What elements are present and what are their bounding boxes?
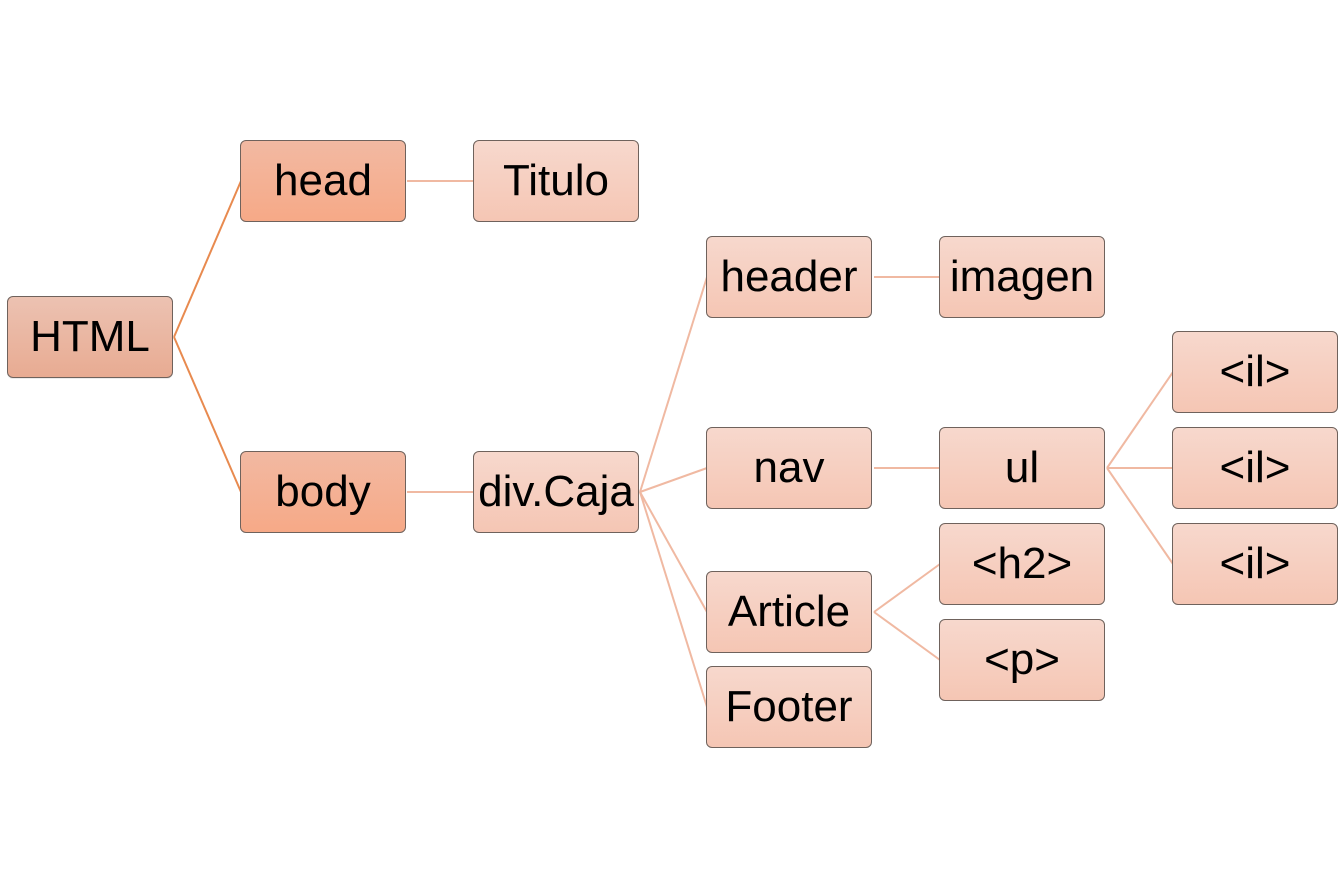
node-il-1: <il>: [1172, 331, 1338, 413]
edge-html-body: [173, 336, 242, 493]
node-p: <p>: [939, 619, 1105, 701]
edge-html-head: [173, 180, 242, 338]
node-il-2: <il>: [1172, 427, 1338, 509]
node-head: head: [240, 140, 406, 222]
edge-div-caja-article: [639, 491, 708, 613]
node-div-caja: div.Caja: [473, 451, 639, 533]
edge-ul-il-3: [1106, 467, 1174, 565]
node-nav: nav: [706, 427, 872, 509]
node-h2: <h2>: [939, 523, 1105, 605]
edge-article-p: [873, 611, 941, 661]
node-article: Article: [706, 571, 872, 653]
edge-article-h2: [873, 563, 941, 613]
node-ul: ul: [939, 427, 1105, 509]
node-header: header: [706, 236, 872, 318]
node-footer: Footer: [706, 666, 872, 748]
edge-div-caja-header: [639, 276, 708, 493]
edge-div-caja-footer: [639, 491, 708, 708]
node-imagen: imagen: [939, 236, 1105, 318]
edge-ul-il-1: [1106, 371, 1174, 469]
edge-div-caja-nav: [639, 467, 708, 493]
node-html: HTML: [7, 296, 173, 378]
node-il-3: <il>: [1172, 523, 1338, 605]
node-titulo: Titulo: [473, 140, 639, 222]
node-body: body: [240, 451, 406, 533]
